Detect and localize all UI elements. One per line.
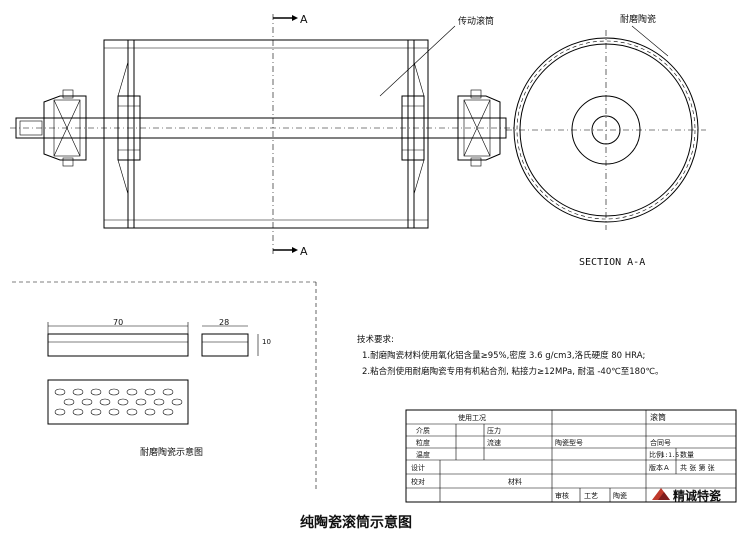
tb-version-val: A	[664, 464, 669, 472]
section-mark-bottom: A	[300, 245, 308, 258]
wear-ceramic-label: 耐磨陶瓷	[620, 13, 656, 25]
tb-material: 材料	[508, 477, 522, 486]
section-mark-top: A	[300, 13, 308, 26]
tb-quantity: 数量	[680, 450, 694, 459]
tb-ceramic: 陶瓷	[613, 491, 627, 500]
tile-thickness-dim: 10	[262, 338, 271, 346]
tile-width-dim: 70	[113, 318, 123, 327]
tb-version: 版本	[649, 463, 663, 472]
tile-plan-view	[47, 379, 189, 425]
tb-approve: 审核	[555, 491, 569, 500]
tb-craft: 工艺	[584, 492, 598, 500]
tech-line-1: 1.耐磨陶瓷材料使用氧化铝含量≥95%,密度 3.6 g/cm3,洛氏硬度 80…	[362, 350, 645, 361]
section-title: SECTION A-A	[579, 257, 645, 268]
tb-ceramic-model: 陶瓷型号	[555, 438, 583, 447]
brand-logo-icon	[652, 488, 670, 500]
tb-throughput: 介质	[416, 426, 430, 435]
tech-line-2: 2.粘合剂使用耐磨陶瓷专用有机粘合剂, 粘接力≥12MPa, 耐温 -40℃至1…	[362, 366, 664, 377]
drive-drum-label: 传动滚筒	[458, 15, 494, 27]
tb-design: 设计	[411, 463, 425, 472]
drum-side-view	[10, 14, 515, 256]
tile-width-small-dim: 28	[219, 318, 229, 327]
tb-velocity: 流速	[487, 438, 501, 447]
tb-pressure: 压力	[487, 426, 501, 435]
tb-drum: 滚筒	[650, 412, 666, 422]
tb-ratio: 比例	[649, 450, 663, 459]
tb-scale: 1:1.5	[661, 452, 679, 459]
section-view	[506, 25, 706, 230]
tb-granularity: 粒度	[416, 438, 430, 447]
tile-detail-frame	[12, 281, 317, 490]
main-title: 纯陶瓷滚筒示意图	[300, 514, 412, 531]
tech-heading: 技术要求:	[357, 334, 394, 345]
title-block	[405, 409, 737, 503]
tb-contract-no: 合同号	[650, 438, 671, 447]
tile-side-view	[201, 325, 259, 357]
brand-name: 精诚特瓷	[673, 488, 721, 503]
tb-check: 校对	[411, 477, 425, 486]
tb-sheets: 共 张 第 张	[680, 463, 715, 472]
tb-temperature: 温度	[416, 450, 430, 459]
tile-caption: 耐磨陶瓷示意图	[140, 446, 203, 458]
tb-use-conditions: 使用工况	[458, 413, 486, 422]
tile-top-view	[47, 322, 189, 357]
